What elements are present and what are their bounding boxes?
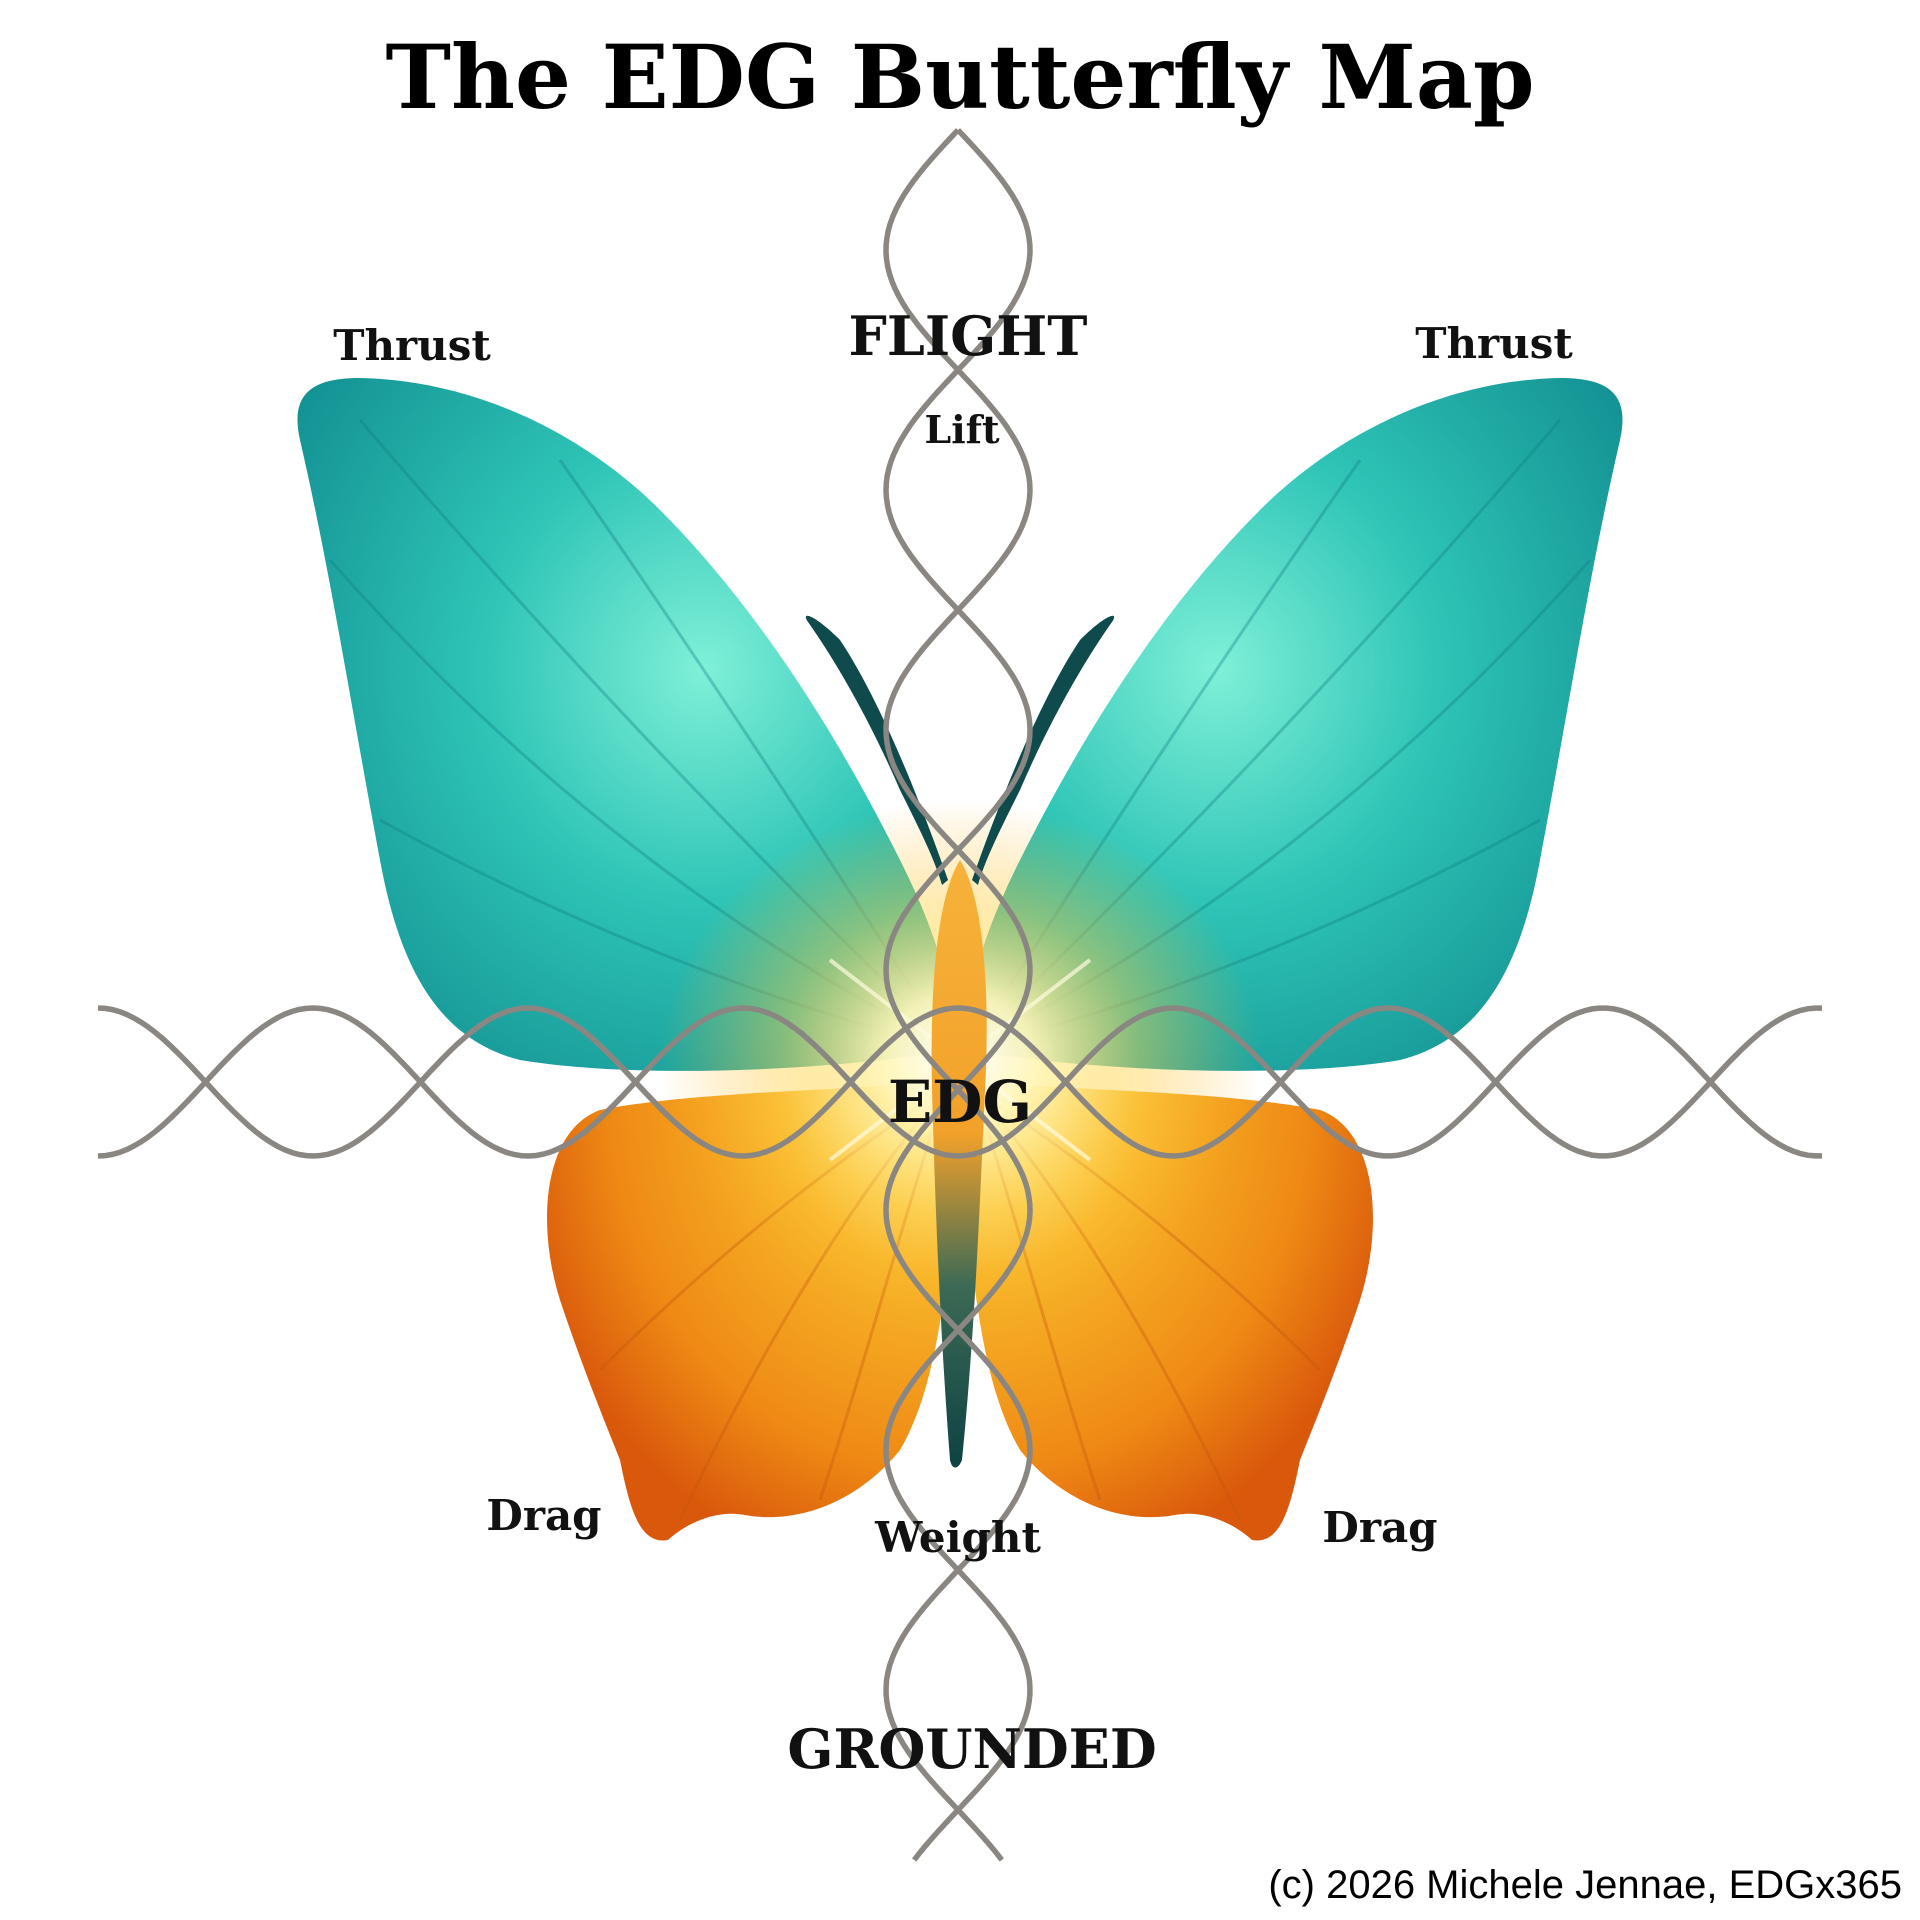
right-antenna bbox=[972, 615, 1115, 885]
label-edg: EDG bbox=[888, 1068, 1032, 1136]
butterfly-illustration bbox=[297, 378, 1623, 1541]
woven-force-lines bbox=[97, 128, 1822, 1862]
butterfly-body bbox=[931, 860, 987, 1468]
left-antenna bbox=[805, 615, 948, 885]
label-thrust-right: Thrust bbox=[1415, 319, 1573, 368]
label-drag-right: Drag bbox=[1322, 1503, 1437, 1552]
label-grounded: GROUNDED bbox=[787, 1717, 1156, 1781]
label-flight: FLIGHT bbox=[849, 304, 1088, 368]
diagram-title: The EDG Butterfly Map bbox=[386, 25, 1535, 129]
horizontal-weave-line-b bbox=[97, 1005, 1822, 1159]
horizontal-weave-line-a bbox=[97, 1005, 1822, 1159]
label-weight: Weight bbox=[874, 1513, 1041, 1562]
label-thrust-left: Thrust bbox=[333, 321, 491, 370]
vertical-weave-line-b bbox=[883, 128, 1033, 1862]
label-lift: Lift bbox=[924, 407, 1000, 452]
copyright-credit: (c) 2026 Michele Jennae, EDGx365 bbox=[1268, 1863, 1902, 1907]
label-drag-left: Drag bbox=[486, 1491, 601, 1540]
